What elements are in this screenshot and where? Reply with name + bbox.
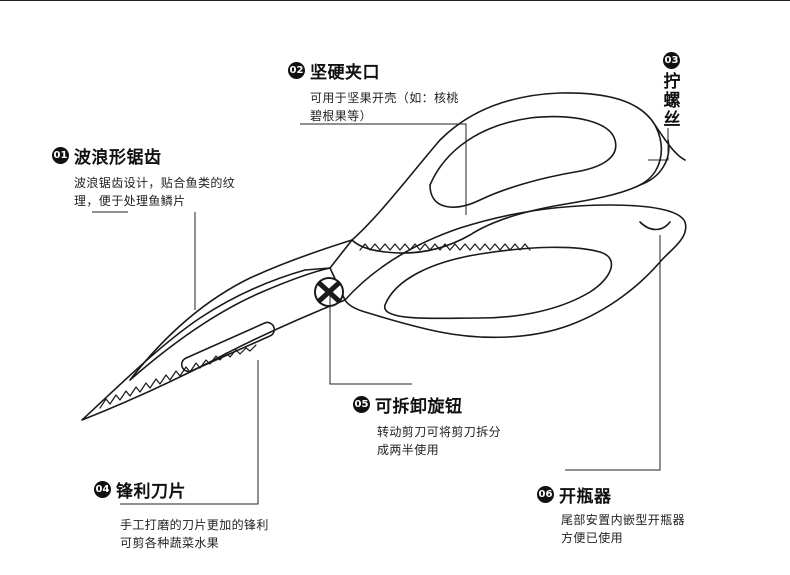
feature-desc-02: 可用于坚果开壳（如：核桃 碧根果等） bbox=[310, 91, 459, 123]
feature-title-03-char: 拧 bbox=[663, 72, 681, 92]
leader-line-01 bbox=[92, 211, 196, 310]
badge-02: 02 bbox=[288, 62, 305, 79]
feature-title-04: 锋利刀片 bbox=[116, 482, 186, 502]
callout-06: 06 开瓶器 尾部安置内嵌型开瓶器 方便已使用 bbox=[537, 482, 685, 547]
leader-line-02 bbox=[300, 123, 467, 215]
lower-handle bbox=[344, 204, 687, 339]
leader-line-03 bbox=[648, 128, 669, 161]
feature-title-05: 可拆卸旋钮 bbox=[375, 397, 463, 417]
upper-handle-tip bbox=[639, 139, 670, 186]
upper-tail bbox=[654, 124, 686, 161]
upper-grip bbox=[429, 115, 617, 208]
leader-line-05 bbox=[329, 292, 412, 385]
feature-title-03: 拧 螺 丝 bbox=[662, 73, 682, 130]
feature-title-03-char: 丝 bbox=[663, 110, 681, 130]
pivot-knob bbox=[314, 277, 344, 307]
badge-03: 03 bbox=[663, 52, 680, 69]
blade-slot bbox=[180, 321, 276, 373]
feature-title-02: 坚硬夹口 bbox=[310, 63, 380, 83]
badge-06: 06 bbox=[537, 486, 554, 503]
callout-03: 03 拧 螺 丝 bbox=[663, 50, 682, 130]
leader-line-04 bbox=[120, 360, 259, 505]
feature-title-06: 开瓶器 bbox=[559, 487, 612, 507]
feature-desc-04: 手工打磨的刀片更加的锋利 可剪各种蔬菜水果 bbox=[120, 518, 269, 550]
feature-desc-05: 转动剪刀可将剪刀拆分 成两半使用 bbox=[377, 425, 502, 457]
callout-04: 04 锋利刀片 手工打磨的刀片更加的锋利 可剪各种蔬菜水果 bbox=[94, 477, 269, 552]
feature-title-03-char: 螺 bbox=[663, 91, 681, 111]
lower-grip bbox=[384, 246, 613, 320]
blade-serration bbox=[99, 344, 257, 409]
callout-05: 05 可拆卸旋钮 转动剪刀可将剪刀拆分 成两半使用 bbox=[353, 392, 501, 459]
callout-01: 01 波浪形锯齿 波浪锯齿设计，贴合鱼类的纹 理，便于处理鱼鳞片 bbox=[52, 143, 235, 210]
nutcracker-teeth bbox=[359, 243, 531, 251]
callout-02: 02 坚硬夹口 可用于坚果开壳（如：核桃 碧根果等） bbox=[288, 58, 459, 125]
bottle-opener-notch bbox=[639, 221, 671, 231]
badge-05: 05 bbox=[353, 396, 370, 413]
badge-01: 01 bbox=[52, 147, 69, 164]
badge-04: 04 bbox=[94, 481, 111, 498]
leader-line-06 bbox=[565, 235, 661, 471]
feature-title-01: 波浪形锯齿 bbox=[74, 148, 162, 168]
feature-desc-01: 波浪锯齿设计，贴合鱼类的纹 理，便于处理鱼鳞片 bbox=[74, 176, 236, 208]
feature-desc-06: 尾部安置内嵌型开瓶器 方便已使用 bbox=[561, 513, 686, 545]
upper-handle bbox=[351, 92, 663, 254]
top-border bbox=[0, 0, 790, 1]
